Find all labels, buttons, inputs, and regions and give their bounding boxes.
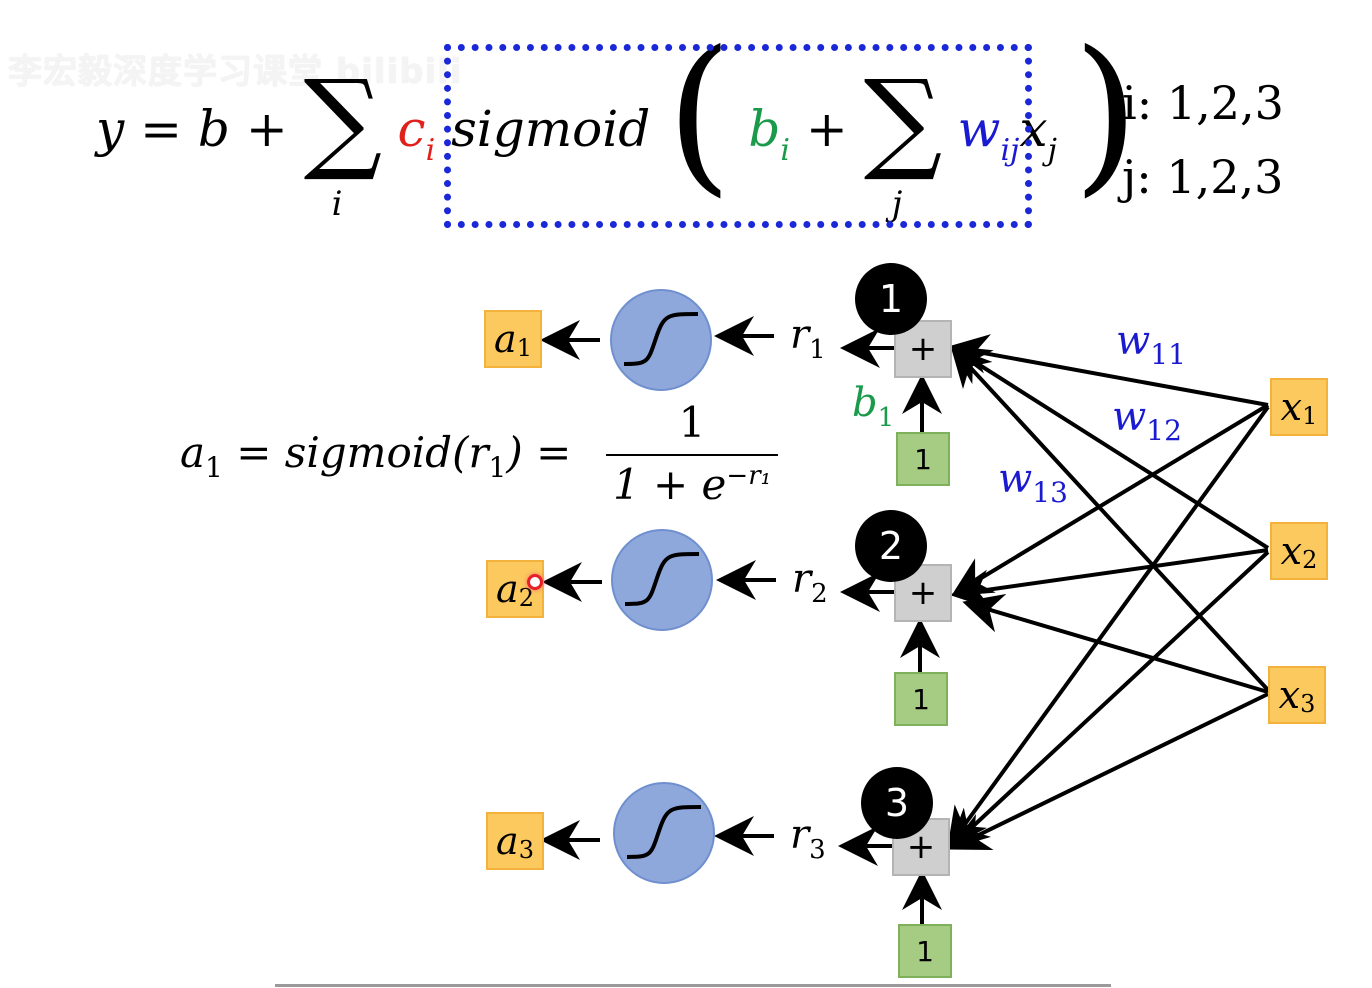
sum-index-i: i [331, 184, 343, 224]
sigmoid-node-1 [610, 289, 712, 391]
sigmoid-node-3 [613, 782, 715, 884]
edge-x1-n3 [947, 405, 1270, 849]
sigmoid-equation: a1 = sigmoid(r1) = [180, 428, 572, 484]
neuron-badge-2: 2 [855, 510, 927, 582]
open-paren: ( [666, 15, 733, 213]
edge-x2-n3 [948, 550, 1270, 850]
watermark: 李宏毅深度学习课堂 bilibili [8, 52, 463, 92]
sum-symbol-i: ∑ [303, 56, 383, 184]
neuron-badge-3: 3 [861, 767, 933, 839]
fraction-line [606, 454, 778, 456]
edge-x1-n2 [951, 403, 1270, 597]
r2-label: r2 [792, 556, 828, 609]
c-term: ci [397, 100, 436, 168]
sum-symbol-j: ∑ [863, 56, 943, 184]
formula-lhs: y = b + [96, 100, 288, 158]
edge-x1-n1 [948, 334, 1269, 407]
bias-input-3: 1 [898, 924, 952, 978]
w12-label: w12 [1112, 394, 1182, 447]
edge-x3-n3 [948, 692, 1269, 850]
x-term: xj [1019, 100, 1057, 168]
sigmoid-word: sigmoid [451, 100, 651, 158]
plus-sign: + [805, 100, 848, 158]
fraction-numerator: 1 [678, 398, 706, 447]
r1-label: r1 [790, 312, 826, 365]
edge-x3-n2 [962, 593, 1269, 694]
main-formula: y = b + ∑ i ci sigmoid ( bi + ∑ j wijxj … [96, 29, 1139, 224]
sigmoid-curve-icon [623, 312, 699, 366]
b1-label: b1 [852, 380, 895, 433]
close-paren: ) [1072, 15, 1140, 213]
edge-x2-n2 [950, 548, 1269, 610]
fraction-denominator: 1 + e−r₁ [612, 460, 772, 509]
cursor-dot-icon [527, 574, 543, 590]
r3-label: r3 [790, 812, 826, 865]
w13-label: w13 [998, 456, 1068, 509]
edge-x2-n1 [949, 345, 1270, 550]
w11-label: w11 [1116, 318, 1186, 371]
bias-input-2: 1 [894, 672, 948, 726]
j-range: j: 1,2,3 [1122, 150, 1284, 204]
sigmoid-curve-icon [624, 552, 700, 606]
footer-divider [275, 984, 1111, 987]
sigmoid-curve-icon [626, 805, 702, 859]
sigmoid-node-2 [611, 529, 713, 631]
sum-index-j: j [891, 184, 903, 224]
sigmoid-highlight-box [444, 44, 1032, 228]
i-range: i: 1,2,3 [1122, 76, 1284, 130]
b-term: bi [748, 100, 791, 168]
w-term: wij [957, 100, 1020, 168]
bias-input-1: 1 [896, 432, 950, 486]
neuron-badge-1: 1 [855, 263, 927, 335]
edge-x3-n1 [950, 346, 1270, 692]
